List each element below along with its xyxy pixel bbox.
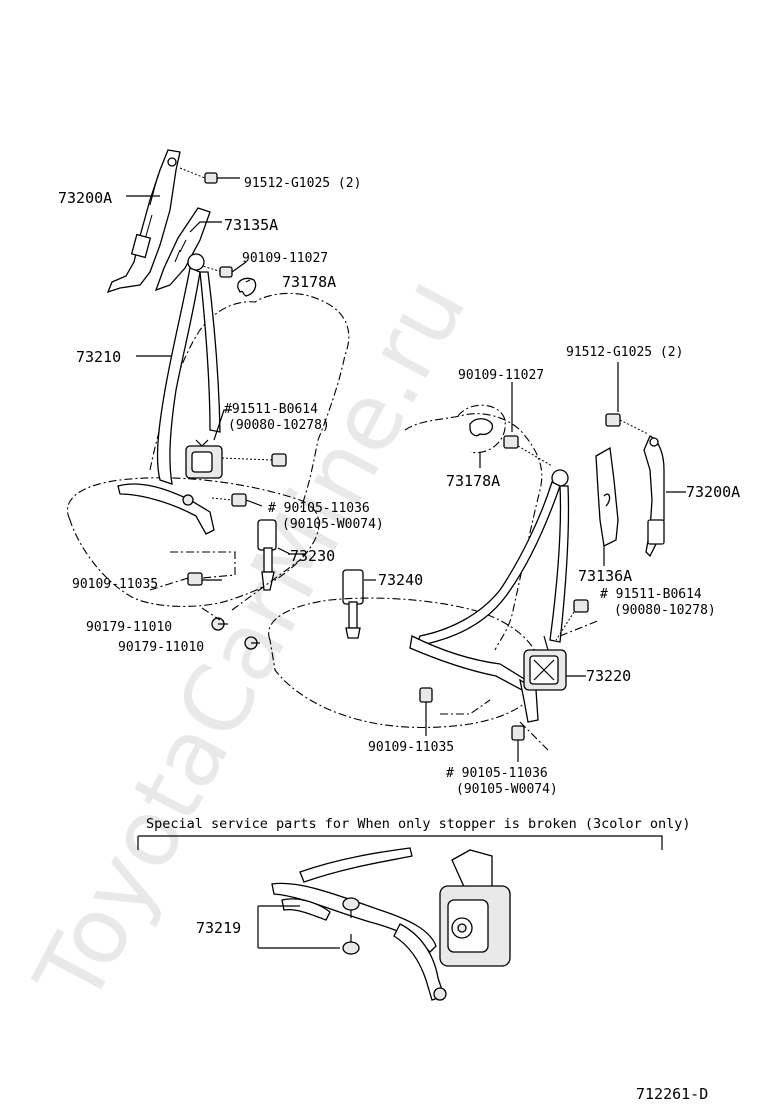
label-90109-11027-right: 90109-11027 (458, 368, 544, 383)
label-90105-left: # 90105-11036 (268, 501, 370, 516)
right-shoulder-adjuster-73200A (643, 435, 665, 558)
right-bolt-91512 (605, 362, 649, 435)
right-bolt-90105 (511, 721, 549, 762)
left-lower-bolt-90105 (211, 493, 263, 507)
label-91511-left: #91511-B0614 (224, 402, 318, 417)
right-cover-73178A (457, 404, 506, 454)
label-90179-b: 90179-11010 (118, 640, 204, 655)
label-73178A-right: 73178A (446, 472, 500, 490)
label-73210: 73210 (76, 348, 121, 366)
label-73230: 73230 (290, 547, 335, 565)
label-90179-a: 90179-11010 (86, 620, 172, 635)
label-73219: 73219 (196, 919, 241, 937)
special-service-heading: Special service parts for When only stop… (146, 816, 691, 832)
label-91511-right: # 91511-B0614 (600, 587, 702, 602)
special-parts-section (137, 835, 663, 1001)
label-90080-right: (90080-10278) (614, 603, 716, 618)
part-labels: 73200A 91512-G1025 (2) 73135A 90109-1102… (58, 176, 740, 1103)
left-seat-outline (66, 292, 350, 607)
label-90109-11035-right: 90109-11035 (368, 740, 454, 755)
label-73136A: 73136A (578, 567, 632, 585)
right-retractor-73220 (523, 635, 567, 691)
center-buckle-73240 (342, 569, 376, 639)
diagram-code: 712261-D (636, 1085, 708, 1103)
right-bolt-90109-11035 (419, 687, 433, 736)
label-90109-11035-left: 90109-11035 (72, 577, 158, 592)
label-90105W-right: (90105-W0074) (456, 782, 558, 797)
leader-lines (126, 195, 686, 677)
left-belt-webbing-73210 (117, 253, 221, 535)
left-pillar-garnish-73135A (154, 207, 211, 292)
label-73220: 73220 (586, 667, 631, 685)
left-buckle-73230 (257, 519, 291, 591)
label-91512-left: 91512-G1025 (2) (244, 176, 361, 191)
left-cover-73178A (237, 277, 257, 297)
label-90105-right: # 90105-11036 (446, 766, 548, 781)
label-73178A-left: 73178A (282, 273, 336, 291)
label-73135A: 73135A (224, 216, 278, 234)
label-91512-right: 91512-G1025 (2) (566, 345, 683, 360)
label-73200A-right: 73200A (686, 483, 740, 501)
label-73240: 73240 (378, 571, 423, 589)
left-bolt-90109-11035 (187, 572, 203, 586)
left-retractor (185, 439, 287, 479)
label-90105W-left: (90105-W0074) (282, 517, 384, 532)
label-90080-left: (90080-10278) (228, 418, 330, 433)
right-bolt-90109-11027 (503, 382, 553, 467)
left-shoulder-adjuster-73200A (106, 149, 181, 294)
left-bolt-91512 (179, 167, 240, 184)
label-90109-11027-left: 90109-11027 (242, 251, 328, 266)
right-bolt-91511 (555, 599, 589, 641)
right-pillar-garnish-73136A (595, 446, 619, 547)
label-73200A-left: 73200A (58, 189, 112, 207)
